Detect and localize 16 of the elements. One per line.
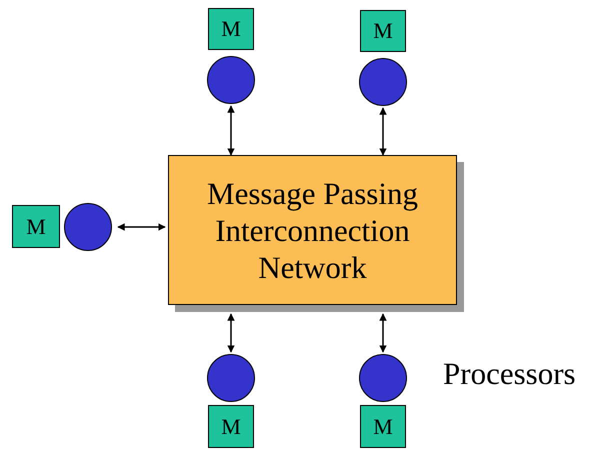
memory-box: M [12,205,60,248]
double-arrow [379,313,387,353]
processor-circle [207,354,255,402]
processor-circle [359,354,407,402]
double-arrow [379,107,387,156]
processor-circle [207,56,255,104]
memory-box: M [208,405,254,448]
memory-box: M [208,8,254,50]
processor-circle [359,58,407,106]
memory-box: M [360,405,406,448]
caption-text: Processors [443,356,576,392]
double-arrow [227,313,235,353]
processor-circle [64,203,112,251]
double-arrow [227,105,235,156]
double-arrow [117,223,166,231]
memory-box: M [360,10,406,52]
